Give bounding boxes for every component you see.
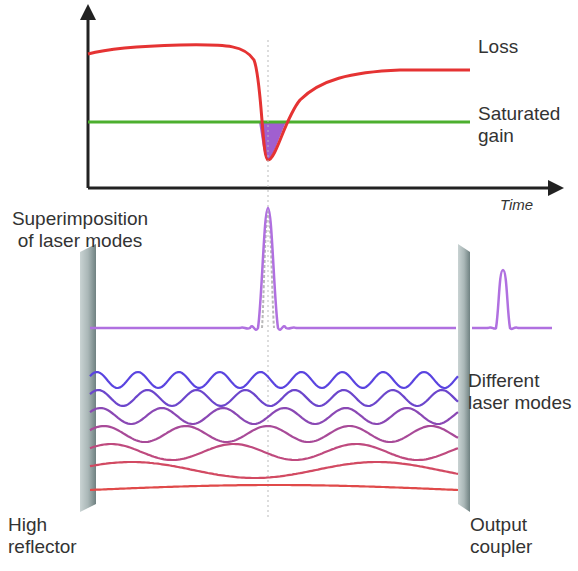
high-reflector-mirror bbox=[80, 244, 96, 512]
loss-label: Loss bbox=[478, 36, 573, 58]
laser-mode bbox=[90, 408, 458, 424]
axis-label: Time bbox=[500, 196, 560, 213]
laser-mode bbox=[90, 462, 458, 478]
laser-mode bbox=[90, 426, 458, 442]
axis-arrow bbox=[548, 180, 564, 196]
laser-mode bbox=[90, 485, 458, 490]
gain-line bbox=[88, 121, 470, 124]
pulse-label: Superimposition of laser modes bbox=[4, 208, 156, 252]
output-pulse bbox=[472, 270, 552, 329]
mirror-label: High reflector bbox=[8, 514, 118, 558]
y-axis bbox=[87, 14, 90, 188]
axis-arrow bbox=[80, 4, 96, 20]
gain-label: Saturated gain bbox=[478, 103, 574, 147]
center-line bbox=[268, 40, 269, 518]
x-axis bbox=[88, 187, 552, 190]
loss-curve bbox=[88, 45, 470, 160]
laser-mode bbox=[90, 444, 458, 460]
modes-label: Different laser modes bbox=[468, 370, 574, 414]
mirror-label: Output coupler bbox=[470, 514, 570, 558]
laser-mode bbox=[90, 390, 458, 406]
laser-mode bbox=[90, 372, 458, 388]
